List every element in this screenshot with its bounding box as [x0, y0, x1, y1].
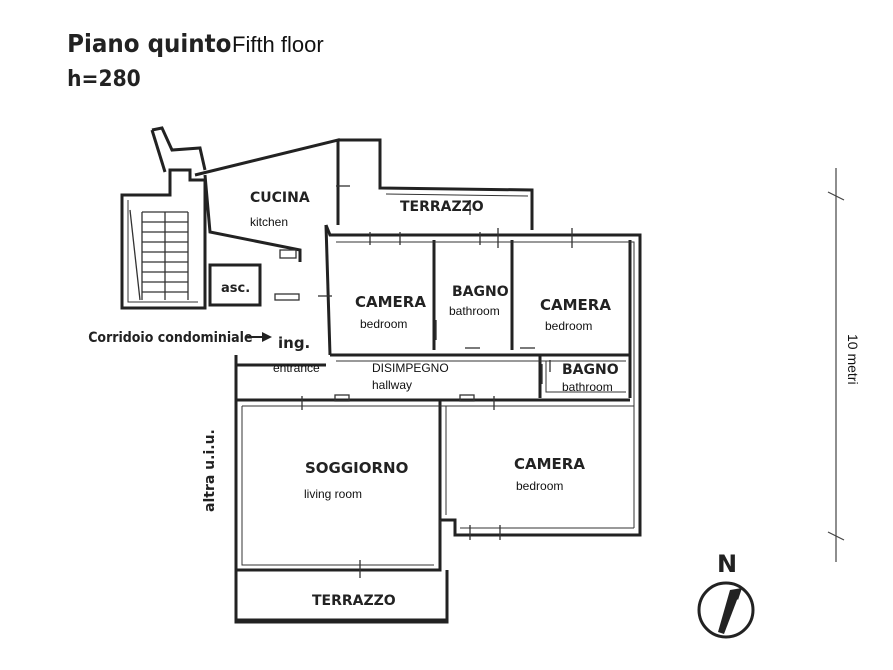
- scale-label: 10 metri: [845, 334, 861, 385]
- bedroom-3-label: CAMERA: [514, 455, 585, 473]
- scale-bar: 10 metri: [827, 168, 861, 562]
- bedroom-3-translation: bedroom: [516, 479, 563, 493]
- kitchen-label: CUCINA: [250, 190, 310, 206]
- bedroom-1-translation: bedroom: [360, 317, 407, 331]
- lift-label: asc.: [221, 281, 250, 296]
- title-english: Fifth floor: [232, 32, 324, 57]
- entrance-label: ing.: [278, 334, 310, 352]
- terrace-bottom-label: TERRAZZO: [312, 593, 396, 609]
- living-room-label: SOGGIORNO: [305, 459, 408, 477]
- compass-icon: [697, 581, 755, 639]
- entrance-arrow: [245, 332, 272, 342]
- staircase: [129, 209, 189, 301]
- common-corridor-label: Corridoio condominiale: [88, 330, 252, 346]
- wall-inner-lines: [127, 193, 635, 566]
- terrace-top-label: TERRAZZO: [400, 199, 484, 215]
- kitchen-translation: kitchen: [250, 215, 288, 229]
- bathroom-2-label: BAGNO: [562, 362, 619, 378]
- title-italian: Piano quinto: [67, 29, 231, 58]
- bathroom-1-label: BAGNO: [452, 284, 509, 300]
- bathroom-1-translation: bathroom: [449, 304, 500, 318]
- bedroom-2-label: CAMERA: [540, 296, 611, 314]
- hallway-translation: hallway: [372, 378, 412, 392]
- compass: N: [697, 550, 755, 639]
- bedroom-2-translation: bedroom: [545, 319, 592, 333]
- bedroom-1-label: CAMERA: [355, 293, 426, 311]
- other-unit-label: altra u.i.u.: [202, 429, 218, 512]
- window-marks: [274, 185, 573, 578]
- entrance-translation: entrance: [273, 361, 320, 375]
- hallway-label: DISIMPEGNO: [372, 361, 449, 375]
- living-room-translation: living room: [304, 487, 362, 501]
- bathroom-2-translation: bathroom: [562, 380, 613, 394]
- height-label: h=280: [67, 65, 141, 91]
- north-label: N: [717, 550, 737, 578]
